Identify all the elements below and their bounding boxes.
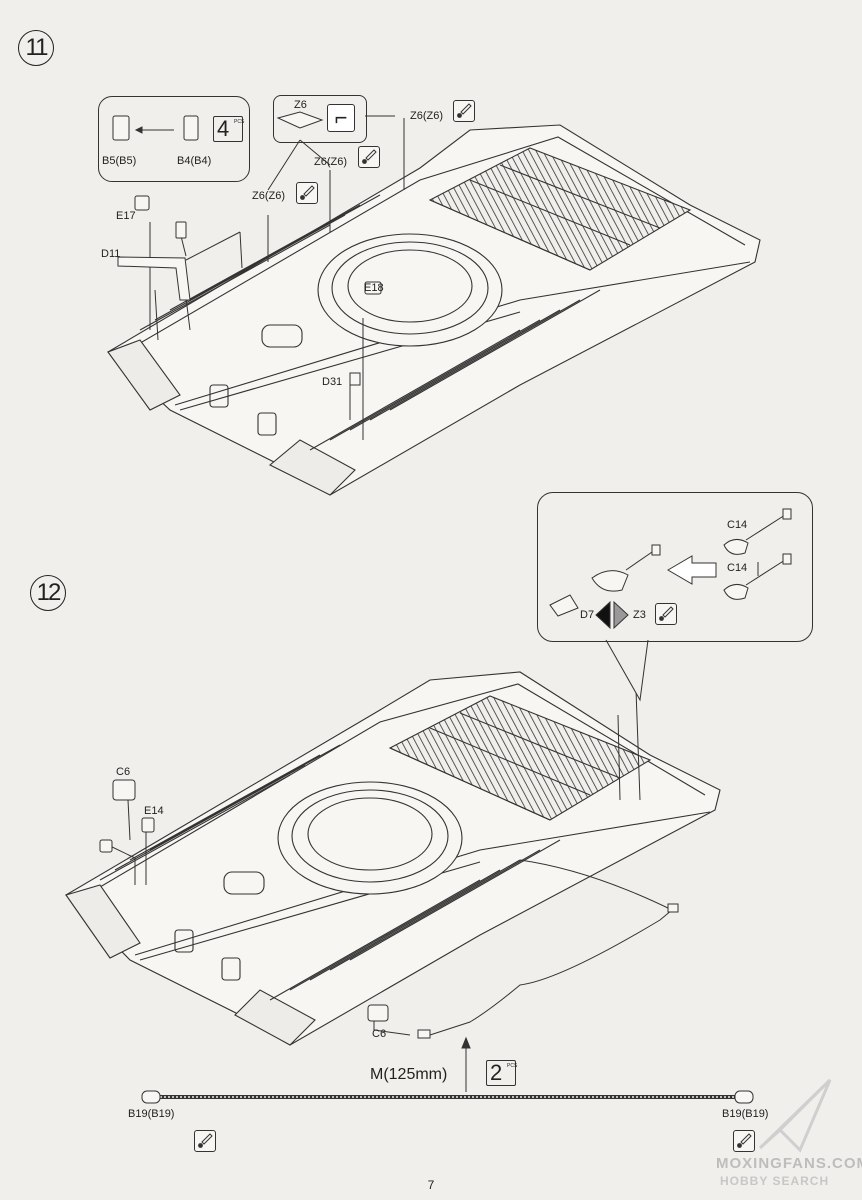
step11-hull [107, 124, 761, 496]
glue-icon [453, 100, 475, 122]
step-number-12: 12 [30, 575, 66, 611]
step-number-11: 11 [18, 30, 54, 66]
part-label-z6-mid: Z6(Z6) [314, 156, 347, 168]
quantity-number: 4 [217, 116, 230, 141]
step11-z6-callout [273, 95, 367, 143]
part-label-c6-top: C6 [116, 766, 131, 778]
part-label-b19-left: B19(B19) [128, 1108, 175, 1120]
watermark-text-1: MOXINGFANS.COM [716, 1155, 862, 1172]
quantity-number: 2 [490, 1060, 503, 1085]
part-label-c14-b: C14 [727, 562, 748, 574]
step12-hull [65, 671, 721, 1046]
watermark-text-2: HOBBY SEARCH [720, 1174, 830, 1188]
part-label-c14-a: C14 [727, 519, 748, 531]
part-label-d11: D11 [101, 248, 121, 260]
cable-m125 [141, 1090, 754, 1104]
quantity-badge-4pcs: 4 PCS [213, 116, 245, 142]
part-label-z6-left: Z6(Z6) [252, 190, 285, 202]
step12-headlight-callout [537, 492, 813, 642]
glue-icon [733, 1130, 755, 1152]
part-label-e18: E18 [364, 282, 384, 294]
part-label-z6: Z6 [294, 99, 307, 111]
part-label-d31: D31 [322, 376, 343, 388]
step11-small-parts [112, 111, 395, 386]
step11-bracket-callout [98, 96, 250, 182]
watermark-plane [758, 1078, 832, 1153]
step12-detail-parts [549, 508, 792, 630]
glue-icon [194, 1130, 216, 1152]
step12-cable-and-leaders [107, 639, 679, 1092]
glue-icon [296, 182, 318, 204]
part-label-e14: E14 [144, 805, 164, 817]
step12-small-parts [99, 779, 389, 1022]
part-label-b4: B4(B4) [177, 155, 212, 167]
part-label-c6-bottom: C6 [372, 1028, 387, 1040]
part-label-z6-top: Z6(Z6) [410, 110, 443, 122]
part-label-b19-right: B19(B19) [722, 1108, 769, 1120]
part-label-d7: D7 [580, 609, 595, 621]
quantity-badge-2pcs: 2 PCS [486, 1060, 518, 1086]
cable-length-label: M(125mm) [370, 1066, 448, 1083]
part-label-z3: Z3 [633, 609, 646, 621]
part-label-e17: E17 [116, 210, 136, 222]
page-number: 7 [427, 1178, 435, 1192]
quantity-unit: PCS [234, 119, 245, 125]
part-label-b5: B5(B5) [102, 155, 137, 167]
glue-icon [655, 603, 677, 625]
bend-icon: ⌐ [327, 104, 355, 132]
quantity-unit: PCS [507, 1063, 518, 1069]
glue-icon [358, 146, 380, 168]
